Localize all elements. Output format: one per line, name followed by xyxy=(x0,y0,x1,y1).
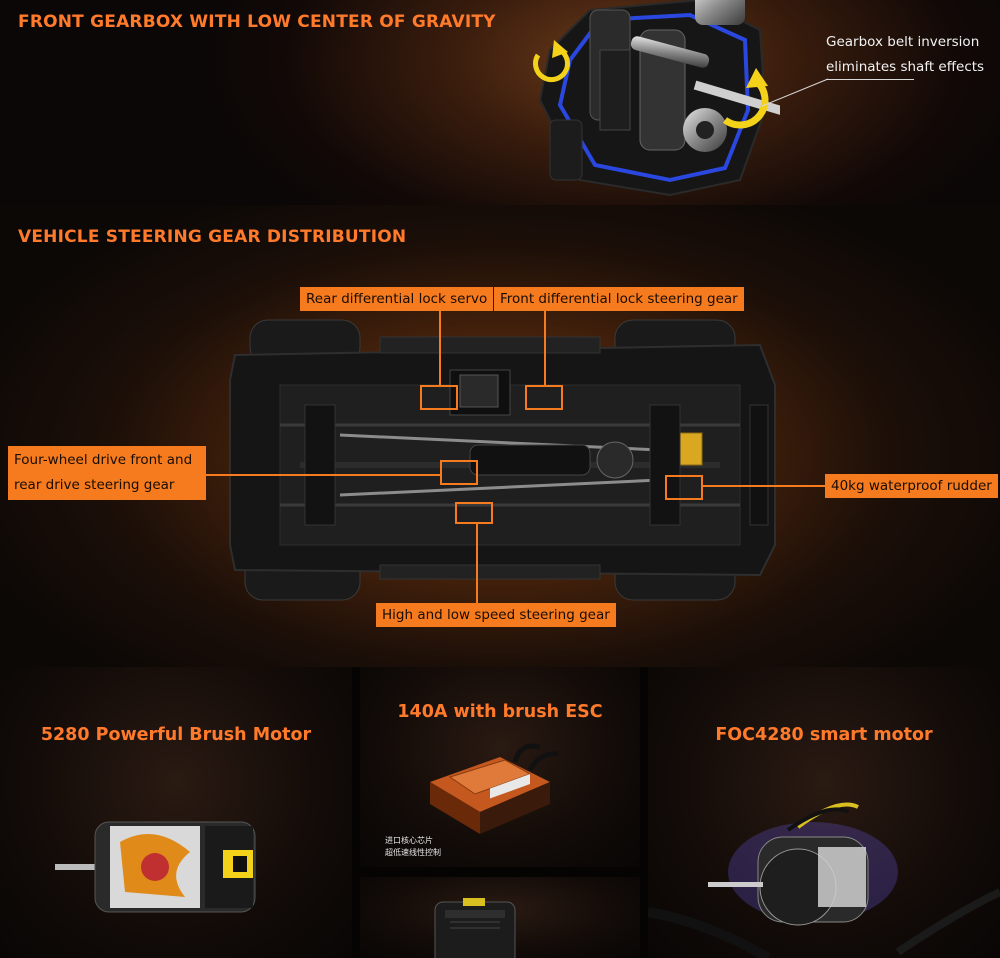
tag-four-wheel: Four-wheel drive front and rear drive st… xyxy=(8,446,206,500)
steering-section-title: VEHICLE STEERING GEAR DISTRIBUTION xyxy=(18,227,407,247)
brush-motor-title: 5280 Powerful Brush Motor xyxy=(40,725,312,745)
tag-speed-gear: High and low speed steering gear xyxy=(376,603,616,627)
tag-front-diff-lock: Front differential lock steering gear xyxy=(494,287,744,311)
speed-gear-highlight xyxy=(455,502,493,524)
rear-diff-lock-highlight xyxy=(420,385,458,410)
esc-cn-line2: 超低速线性控制 xyxy=(385,848,441,857)
smart-motor-panel: FOC4280 smart motor xyxy=(648,667,1000,958)
rear-diff-lock-leader xyxy=(439,310,441,387)
gearbox-callout-line1: Gearbox belt inversion xyxy=(826,34,980,50)
speed-gear-leader xyxy=(476,523,478,603)
tag-four-wheel-line1: Four-wheel drive front and xyxy=(14,452,193,468)
esc-title: 140A with brush ESC xyxy=(397,702,603,722)
brush-motor-image xyxy=(55,821,256,913)
rudder-highlight xyxy=(665,475,703,500)
four-wheel-highlight xyxy=(440,460,478,485)
motor-panels: 5280 Powerful Brush Motor 140A with brus… xyxy=(0,667,1000,958)
esc-cn-line1: 进口核心芯片 xyxy=(385,836,433,845)
esc-bottom-panel xyxy=(360,877,640,958)
callout-leader-line xyxy=(761,78,829,107)
chassis-illustration xyxy=(229,319,776,601)
tag-rear-diff-lock: Rear differential lock servo xyxy=(300,287,494,311)
esc-cn-text: 进口核心芯片 超低速线性控制 xyxy=(385,835,441,859)
front-diff-lock-leader xyxy=(544,310,546,387)
fan-esc-image xyxy=(434,898,516,958)
smart-motor-title: FOC4280 smart motor xyxy=(715,725,933,745)
callout-underline xyxy=(826,79,914,80)
front-diff-lock-highlight xyxy=(525,385,563,410)
gearbox-section-title: FRONT GEARBOX WITH LOW CENTER OF GRAVITY xyxy=(18,12,496,32)
gearbox-callout-line2: eliminates shaft effects xyxy=(826,59,985,75)
smart-motor-image xyxy=(648,802,1000,958)
brush-motor-panel: 5280 Powerful Brush Motor xyxy=(0,667,352,958)
tag-rudder: 40kg waterproof rudder xyxy=(825,474,998,498)
gearbox-illustration xyxy=(533,0,780,197)
gearbox-section: FRONT GEARBOX WITH LOW CENTER OF GRAVITY… xyxy=(0,0,1000,205)
esc-image xyxy=(430,743,559,834)
gearbox-callout: Gearbox belt inversion eliminates shaft … xyxy=(826,30,984,80)
four-wheel-leader xyxy=(205,474,442,476)
steering-section: VEHICLE STEERING GEAR DISTRIBUTION xyxy=(0,205,1000,667)
tag-four-wheel-line2: rear drive steering gear xyxy=(14,477,175,493)
rudder-leader xyxy=(703,485,825,487)
esc-panel: 140A with brush ESC 进口核心芯片 超低速线性控制 xyxy=(360,667,640,867)
